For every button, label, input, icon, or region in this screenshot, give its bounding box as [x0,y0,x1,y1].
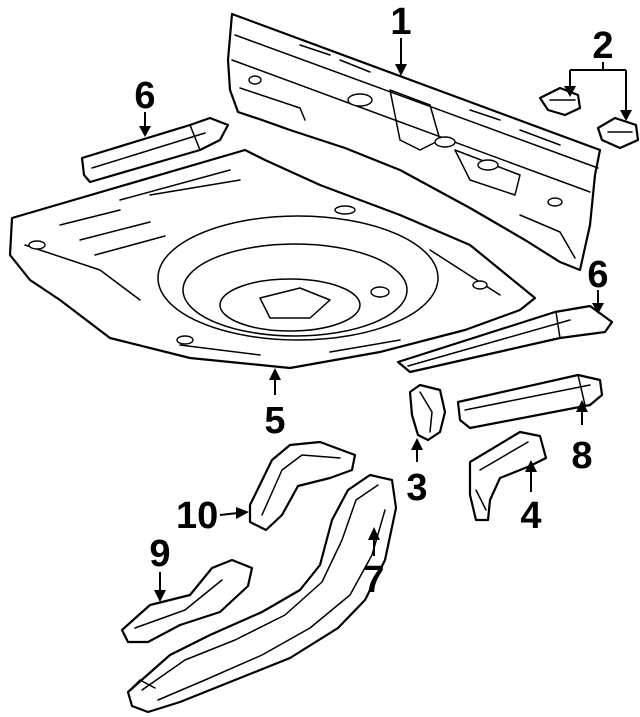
part-1-rear-body-panel [226,12,602,272]
part-3-bracket [408,383,447,442]
callout-5: 5 [264,400,285,442]
callout-labels: 1 2 6 6 5 3 8 4 10 7 9 [134,1,613,601]
callout-4: 4 [520,495,541,537]
part-9-lower-rail [120,558,254,644]
part-6-right-extension [396,304,614,374]
callout-6-right: 6 [587,254,608,296]
part-7-rear-rail [126,473,398,714]
part-6-left-extension [80,116,230,184]
callout-2: 2 [592,25,613,67]
callout-10: 10 [176,495,218,537]
callout-3: 3 [406,467,427,509]
callout-9: 9 [149,533,170,575]
callout-6-left: 6 [134,75,155,117]
leader-lines [139,38,632,602]
callout-7: 7 [363,559,384,601]
part-4-bracket [468,430,548,522]
part-10-upper-rail [248,440,357,532]
callout-1: 1 [390,1,411,43]
callout-8: 8 [571,435,592,477]
part-8-rail [456,373,604,430]
part-5-rear-floor-pan [8,148,537,370]
